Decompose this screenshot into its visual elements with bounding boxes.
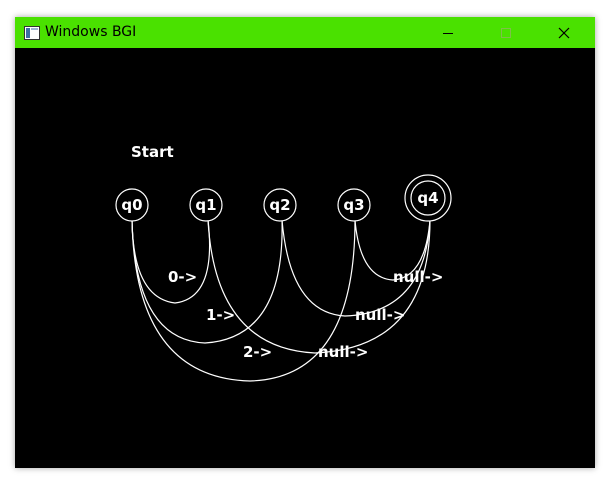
transition-label-q0-q3: 2-> xyxy=(243,343,272,361)
maximize-icon xyxy=(500,27,512,39)
transition-arc-q0-q1 xyxy=(131,219,211,304)
transition-label-q0-q1: 0-> xyxy=(168,268,197,286)
title-bar[interactable]: Windows BGI xyxy=(15,17,595,48)
state-label-q2: q2 xyxy=(269,196,290,214)
transition-arc-q2-q4 xyxy=(281,219,431,317)
transition-label-q0-q2: 1-> xyxy=(206,306,235,324)
graphics-canvas: Start q0 q1 q2 q3 q4 0-> 1-> 2-> null-> … xyxy=(15,48,595,468)
transition-label-q3-q4: null-> xyxy=(393,268,443,286)
close-button[interactable] xyxy=(535,17,593,48)
state-circle-q1 xyxy=(189,188,223,222)
maximize-button[interactable] xyxy=(477,17,535,48)
transition-arc-q0-q3 xyxy=(131,219,356,382)
transition-label-q2-q4: null-> xyxy=(355,306,405,324)
state-circle-q0 xyxy=(115,188,149,222)
state-label-q4: q4 xyxy=(417,189,438,207)
state-label-q1: q1 xyxy=(195,196,216,214)
window-title: Windows BGI xyxy=(45,24,137,40)
state-label-q0: q0 xyxy=(121,196,142,214)
minimize-button[interactable] xyxy=(419,17,477,48)
transition-arc-q1-q4 xyxy=(207,219,431,354)
state-circle-q4-inner xyxy=(410,180,446,216)
state-circle-q2 xyxy=(263,188,297,222)
minimize-icon xyxy=(442,27,454,39)
state-label-q3: q3 xyxy=(343,196,364,214)
app-icon xyxy=(24,25,40,40)
transition-label-q1-q4: null-> xyxy=(318,343,368,361)
start-label: Start xyxy=(131,143,174,161)
bgi-window: Windows BGI xyxy=(15,17,595,468)
nfa-diagram: Start q0 q1 q2 q3 q4 0-> 1-> 2-> null-> … xyxy=(115,143,452,382)
close-icon xyxy=(558,27,570,39)
transition-arc-q3-q4 xyxy=(354,219,431,281)
transition-arc-q0-q2 xyxy=(131,219,283,344)
state-circle-q3 xyxy=(337,188,371,222)
